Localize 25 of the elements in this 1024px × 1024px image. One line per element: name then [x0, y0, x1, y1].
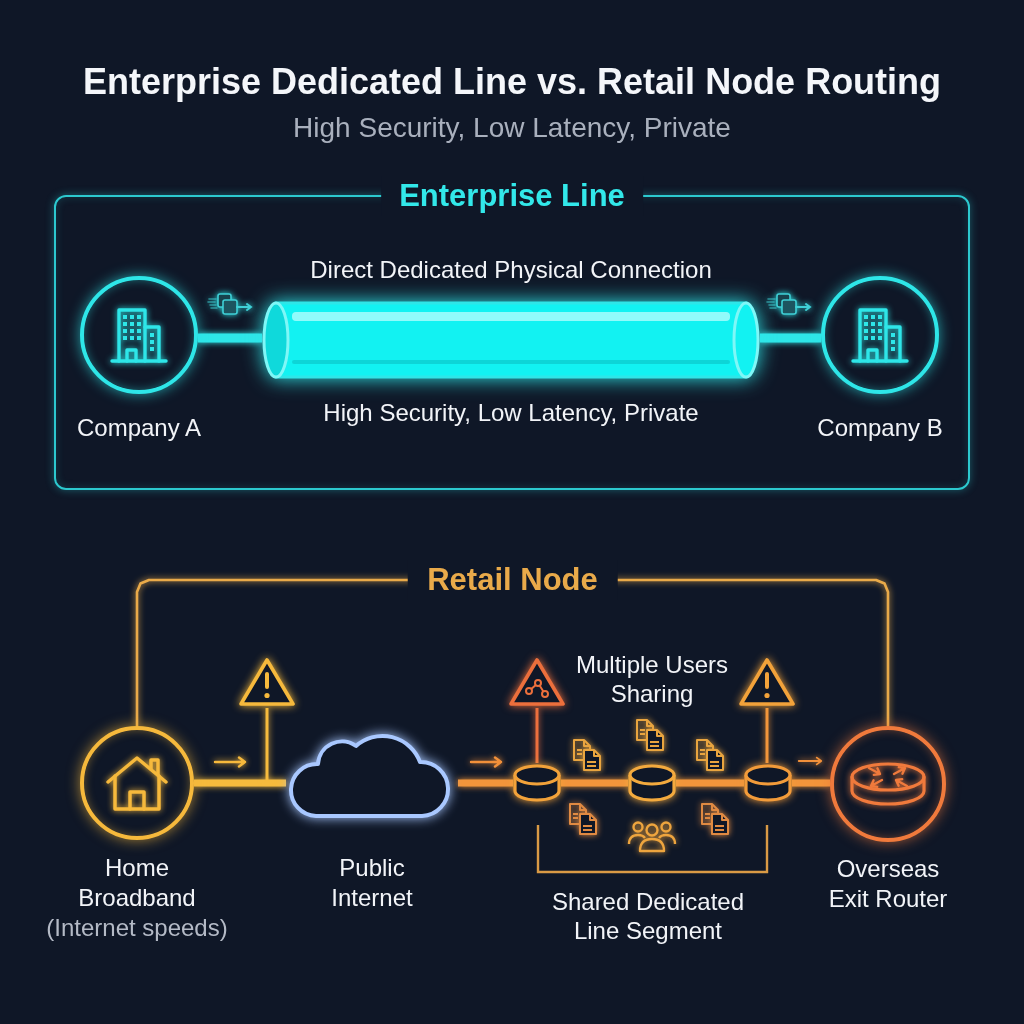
connector-line — [792, 779, 830, 787]
node-label: Company B — [817, 413, 943, 443]
annotation: Multiple Users Sharing — [574, 650, 729, 708]
connector-line — [765, 708, 769, 763]
database-cylinder — [744, 763, 792, 803]
database-cylinder — [628, 763, 676, 803]
diagram-title: Enterprise Dedicated Line vs. Retail Node Routing — [82, 60, 942, 104]
warning-triangle — [238, 656, 296, 708]
subtitle: High Security, Low Latency, Private — [293, 111, 731, 145]
cable-tube — [262, 300, 760, 380]
database-cylinder — [513, 763, 561, 803]
node-note: (Internet speeds) — [46, 913, 228, 943]
bracket-label: Shared Dedicated Line Segment — [550, 887, 746, 945]
connector-line — [198, 333, 262, 343]
connection-caption: High Security, Low Latency, Private — [323, 398, 699, 428]
node-label: Overseas Exit Router — [827, 854, 949, 914]
connector-line — [265, 708, 269, 783]
connector-line — [535, 708, 539, 763]
node-label: Home Broadband — [77, 853, 197, 913]
node-label: Public Internet — [330, 853, 414, 913]
network-triangle — [508, 656, 566, 708]
node-label: Company A — [76, 413, 202, 443]
connector-line — [760, 333, 821, 343]
connection-caption: Direct Dedicated Physical Connection — [310, 255, 712, 285]
warning-triangle — [738, 656, 796, 708]
